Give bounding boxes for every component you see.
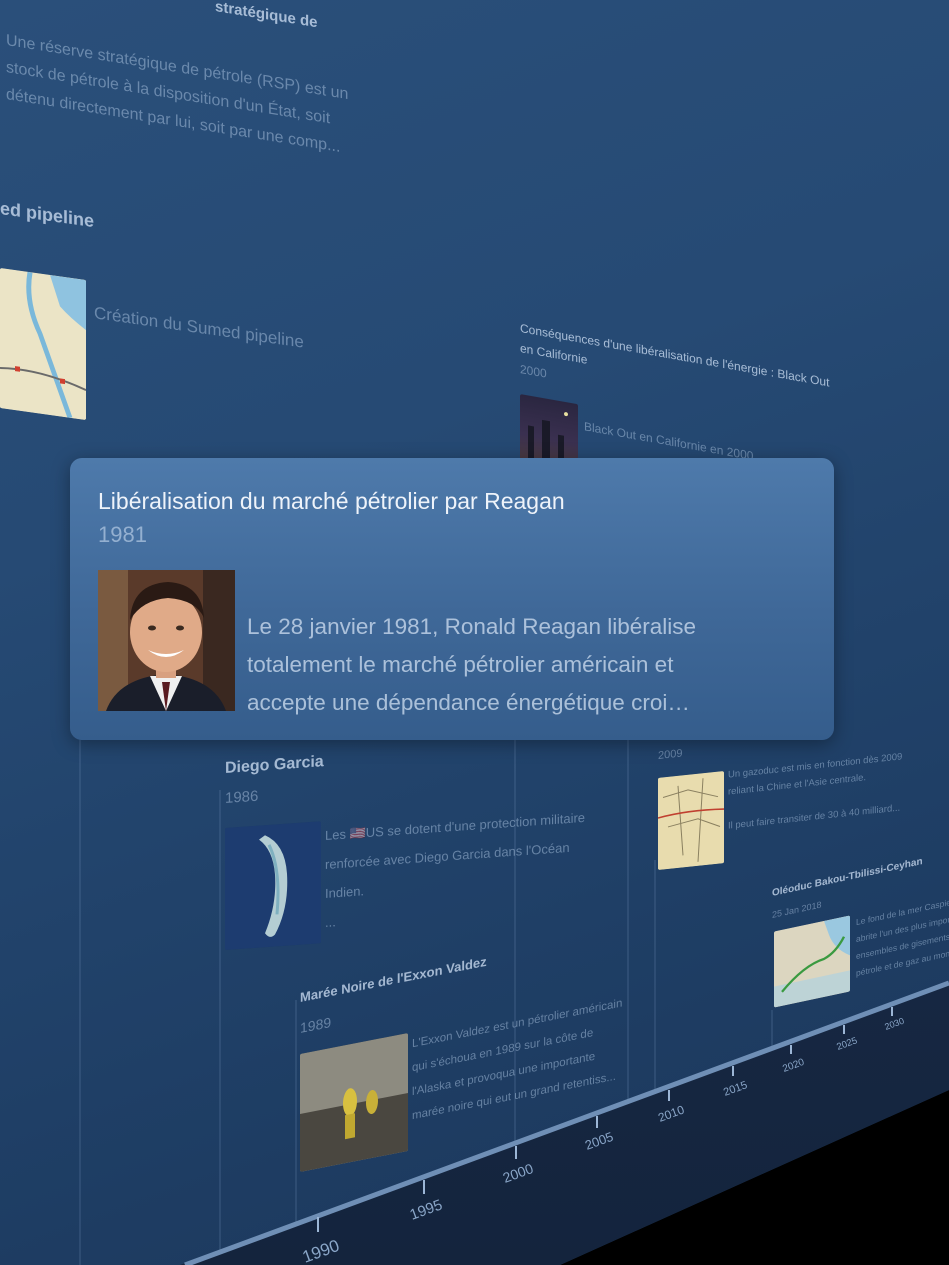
diego-garcia-satellite-thumbnail xyxy=(225,821,321,950)
card-description: Le 28 janvier 1981, Ronald Reagan libéra… xyxy=(247,614,697,715)
event-description: Black Out en Californie en 2000 xyxy=(584,419,754,464)
event-description: Les 🇺🇸US se dotent d'une protection mili… xyxy=(325,809,586,931)
event-description: Un gazoduc est mis en fonction dès 2009 … xyxy=(728,751,903,832)
event-description: Une réserve stratégique de pétrole (RSP)… xyxy=(6,31,349,156)
card-title: Libéralisation du marché pétrolier par R… xyxy=(98,488,565,514)
event-date: 1986 xyxy=(225,787,259,807)
event-description: Création du Sumed pipeline xyxy=(94,303,304,352)
event-card-reagan[interactable]: Libéralisation du marché pétrolier par R… xyxy=(70,458,834,740)
event-date: 25 Jan 2018 xyxy=(772,899,822,920)
exxon-valdez-photo-thumbnail xyxy=(300,1033,408,1172)
event-title: Marée Noire de l'Exxon Valdez xyxy=(300,953,487,1005)
event-title: Conséquences d'une libéralisation de l'é… xyxy=(520,321,830,390)
event-title: ed pipeline xyxy=(0,198,95,232)
event-date: 2000 xyxy=(520,362,547,381)
sumed-map-thumbnail xyxy=(0,268,86,421)
event-title: Diego Garcia xyxy=(225,753,324,777)
event-date: 1989 xyxy=(300,1013,332,1036)
event-title: stratégique de xyxy=(215,0,318,32)
event-description: Le fond de la mer Caspienne abrite l'un … xyxy=(856,893,949,979)
btc-map-thumbnail xyxy=(774,915,850,1008)
event-description: L'Exxon Valdez est un pétrolier américai… xyxy=(412,997,623,1123)
gazoduc-map-thumbnail xyxy=(658,771,724,870)
event-date: 2009 xyxy=(658,747,683,762)
card-year: 1981 xyxy=(98,522,147,547)
reagan-portrait-photo xyxy=(98,570,235,711)
event-title: Oléoduc Bakou-Tbilissi-Ceyhan xyxy=(772,855,923,899)
